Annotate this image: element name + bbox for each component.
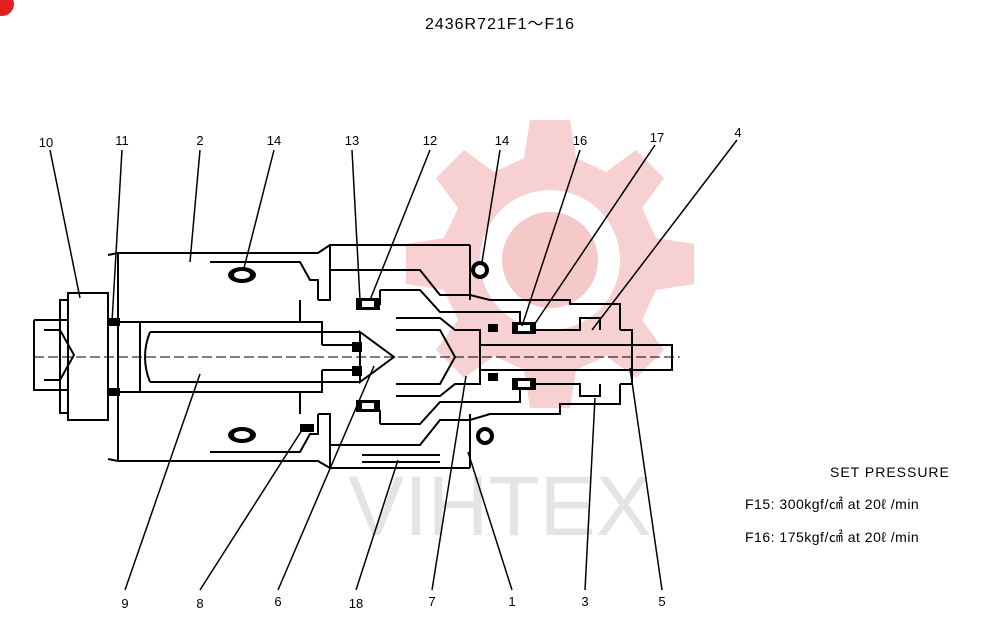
part-label-10: 10 [39,135,53,150]
corner-mark [0,0,14,16]
watermark-text: VIHTEX [348,459,651,553]
part-label-13: 13 [345,133,359,148]
part-label-7: 7 [428,594,435,609]
part-label-11: 11 [115,133,129,148]
set-pressure-f16: F16: 175kgf/㎠ at 20ℓ /min [745,529,920,545]
part-label-1: 1 [508,594,515,609]
part-label-5: 5 [658,594,665,609]
part-label-2: 2 [196,133,203,148]
page-title: 2436R721F1～F16 [424,16,576,33]
part-label-9: 9 [121,596,128,611]
part-label-14b: 14 [495,133,509,148]
part-label-18: 18 [349,596,363,611]
part-label-3: 3 [581,594,588,609]
part-label-14a: 14 [267,133,281,148]
set-pressure-title: SET PRESSURE [830,464,950,480]
part-label-16: 16 [573,133,587,148]
part-label-8: 8 [196,596,203,611]
part-label-6: 6 [274,594,281,609]
part-label-4: 4 [734,125,741,140]
part-label-17: 17 [650,130,664,145]
set-pressure-f15: F15: 300kgf/㎠ at 20ℓ /min [745,496,920,512]
part-label-12: 12 [423,133,437,148]
